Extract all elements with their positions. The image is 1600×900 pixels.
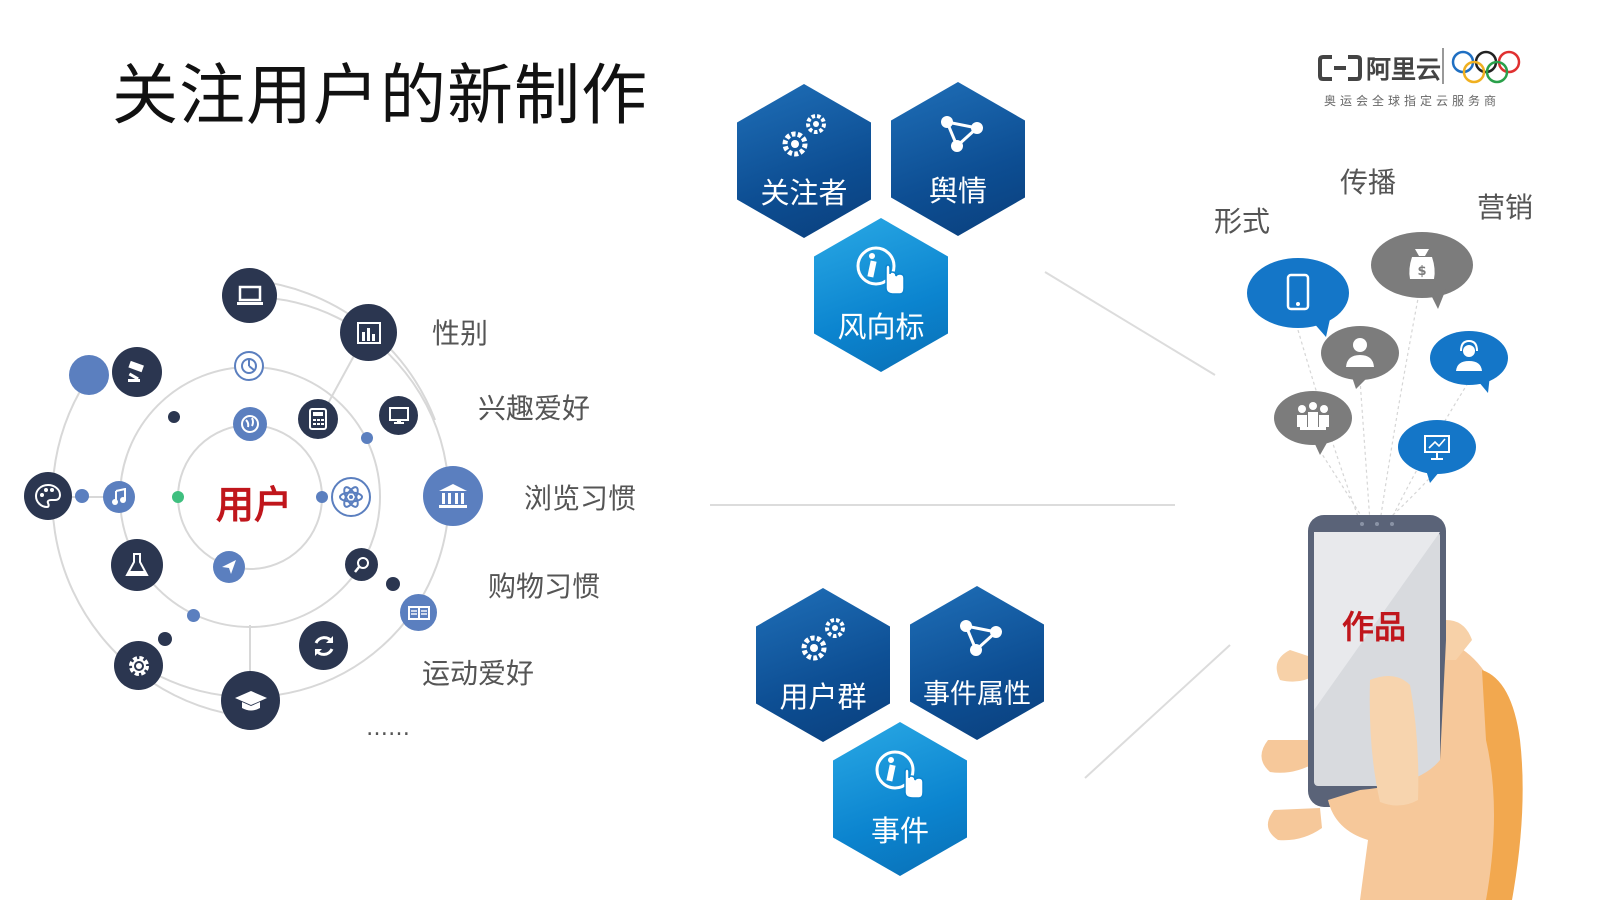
hex-label: 风向标: [837, 310, 925, 344]
info-touch-icon: [875, 750, 924, 799]
svg-text:$: $: [1417, 264, 1426, 279]
flask-icon: [111, 539, 163, 591]
attribute-label-browsing: 浏览习惯: [524, 482, 637, 515]
attribute-label-gender: 性别: [432, 317, 489, 350]
gears-icon: [801, 618, 845, 661]
share-nodes-icon: [941, 116, 983, 152]
olympic-rings-icon: [1451, 50, 1521, 84]
attribute-ellipsis: ……: [366, 716, 410, 741]
bar-chart-icon: [340, 304, 397, 361]
attribute-label-shopping: 购物习惯: [488, 570, 601, 603]
palette-icon: [24, 472, 72, 520]
customer-service-icon: [1430, 331, 1508, 393]
info-touch-icon: [856, 246, 905, 295]
mobile-phone-icon: [1247, 258, 1349, 337]
hex-label: 关注者: [760, 176, 848, 210]
bank-icon: [423, 466, 483, 526]
refresh-icon: [299, 621, 348, 670]
paper-plane-icon: [213, 551, 245, 583]
hex-label: 事件: [870, 814, 929, 848]
gavel-icon: [112, 347, 162, 397]
blank-blue-circle: [69, 355, 109, 395]
bubble-label-marketing: 营销: [1477, 191, 1534, 224]
hex-label: 用户群: [779, 680, 867, 714]
attribute-label-sports: 运动爱好: [422, 657, 535, 690]
bubble-label-spread: 传播: [1340, 166, 1397, 199]
calculator-icon: [298, 399, 338, 439]
hex-event-attributes: 事件属性: [910, 586, 1044, 740]
aliyun-logo: 阿里云 奥运会全球指定云服务商: [1318, 48, 1523, 110]
orbit-dot: [187, 609, 200, 622]
gears-icon: [782, 114, 826, 157]
book-icon: [400, 594, 437, 631]
attribute-label-interests: 兴趣爱好: [478, 392, 591, 425]
hex-event: 事件: [833, 722, 967, 876]
hex-user-group: 用户群: [756, 588, 890, 742]
music-note-icon: [103, 481, 135, 513]
share-nodes-icon: [960, 620, 1002, 656]
orbit-dot: [158, 632, 172, 646]
pie-chart-icon: [234, 351, 264, 381]
orbit-dot: [168, 411, 180, 423]
user-icon: [1321, 326, 1399, 389]
atom-icon: [331, 477, 371, 517]
gear-icon: [114, 641, 163, 690]
orbit-dot: [361, 432, 373, 444]
hex-label: 舆情: [928, 174, 987, 208]
logo-brand-text: 阿里云: [1366, 55, 1442, 84]
money-bag-icon: $: [1371, 232, 1473, 309]
bubble-label-form: 形式: [1214, 205, 1271, 238]
orbit-dot: [316, 491, 328, 503]
team-meeting-icon: [1274, 391, 1352, 455]
orbit-dot: [386, 577, 400, 591]
monitor-icon: [379, 396, 418, 435]
presentation-board-icon: [1398, 420, 1476, 483]
globe-icon: [233, 407, 267, 441]
center-user-label: 用户: [216, 483, 293, 527]
hand-holding-phone: [1261, 515, 1523, 900]
orbit-dot: [172, 491, 184, 503]
hex-label: 事件属性: [923, 679, 1031, 710]
magnifier-icon: [345, 548, 378, 581]
logo-subtitle: 奥运会全球指定云服务商: [1324, 94, 1501, 108]
laptop-icon: [222, 268, 277, 323]
graduation-cap-icon: [221, 671, 280, 730]
speech-bubbles: $: [1247, 232, 1508, 483]
aliyun-bracket-icon: [1318, 55, 1362, 81]
page-title: 关注用户的新制作: [112, 57, 648, 134]
orbit-dot: [75, 489, 89, 503]
work-label: 作品: [1342, 608, 1407, 646]
